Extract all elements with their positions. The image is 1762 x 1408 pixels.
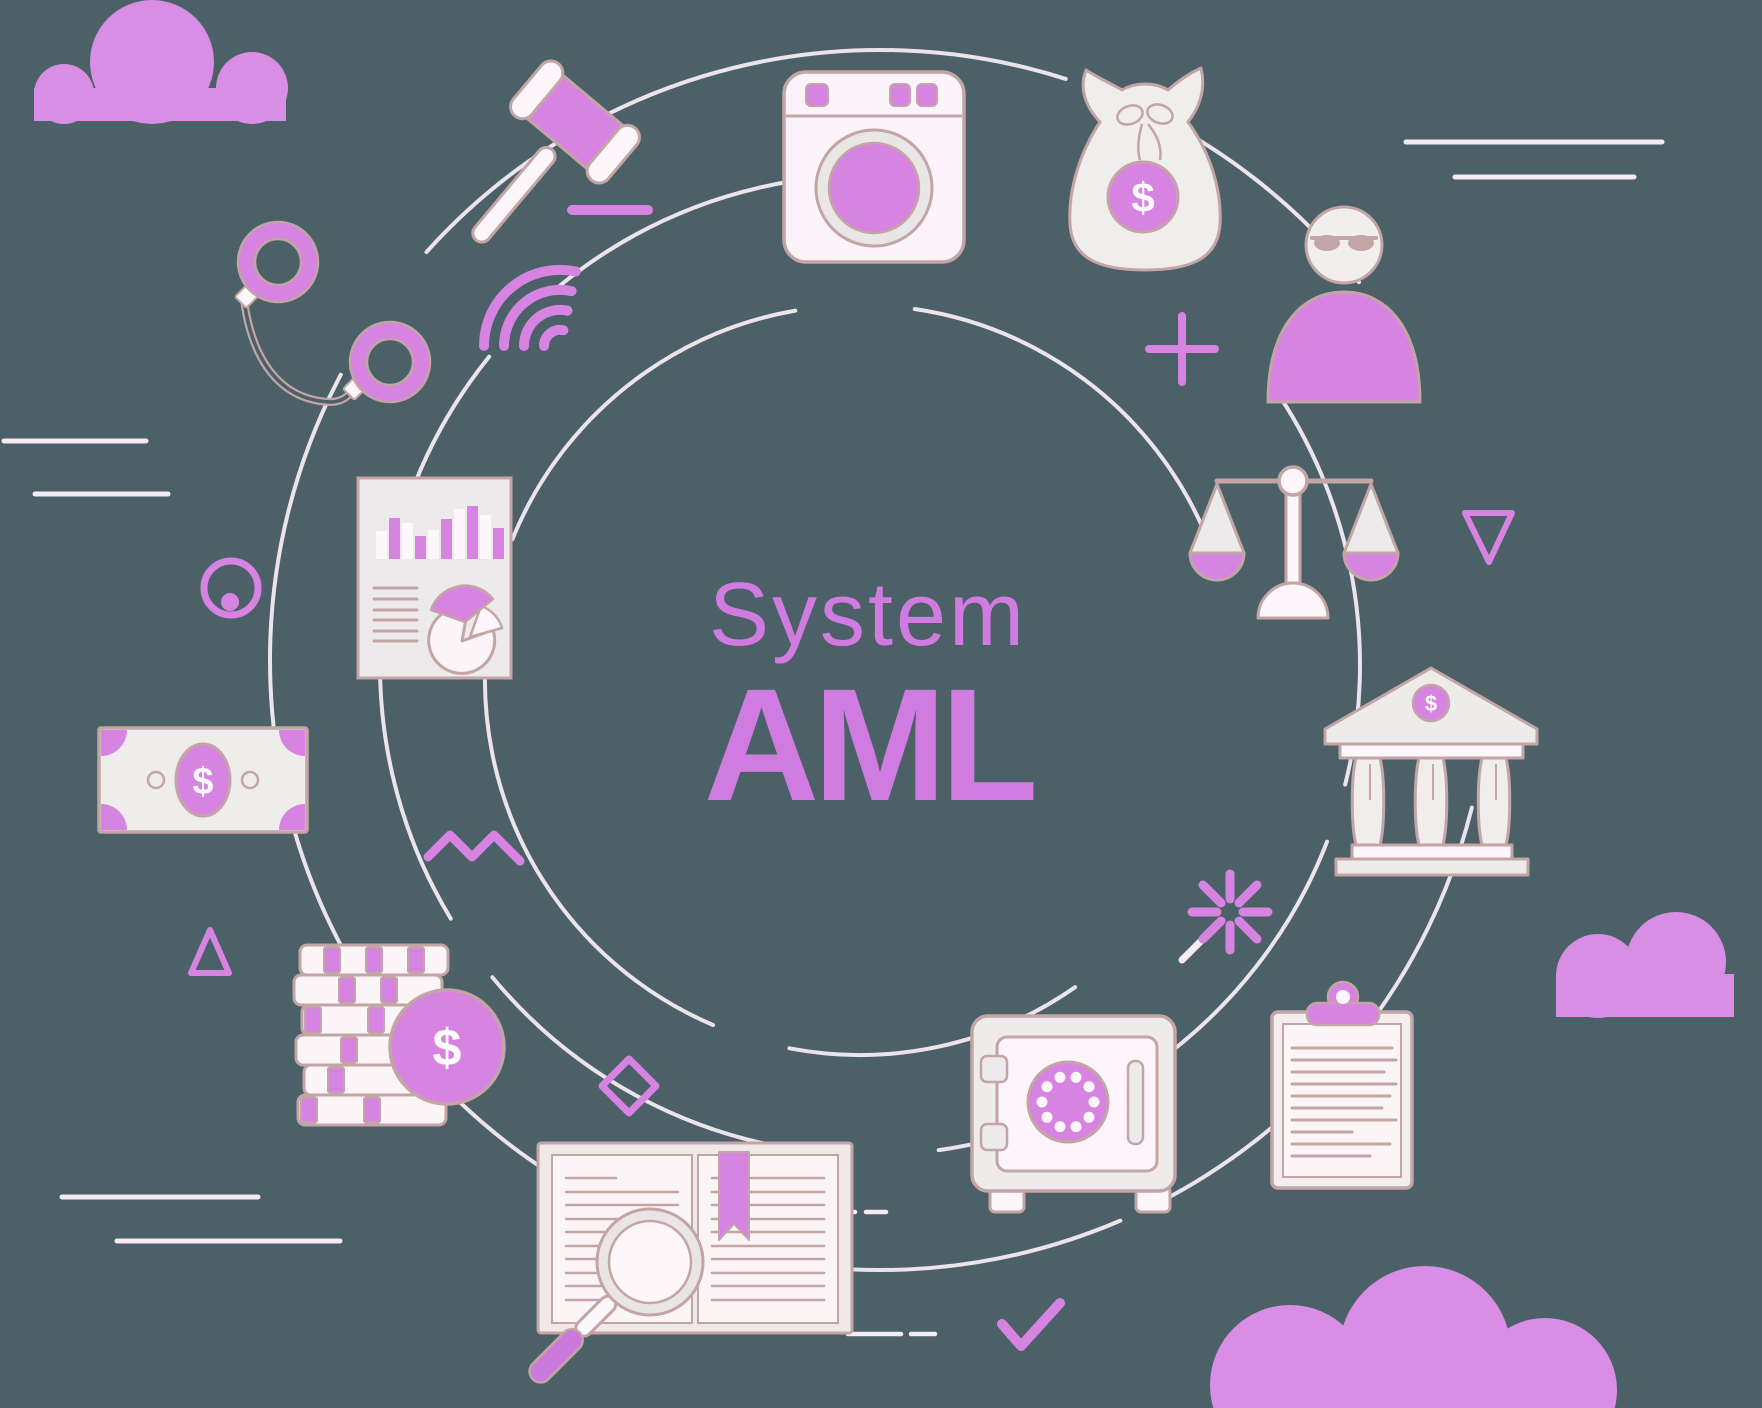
money-bag-icon: $ — [1068, 66, 1222, 272]
person-head — [1304, 205, 1384, 285]
bill-seal — [174, 742, 232, 818]
safe-dial-dots — [1036, 1071, 1100, 1133]
person-body — [1266, 290, 1422, 404]
washer-drum — [827, 141, 921, 235]
cloud-top-left — [34, 0, 288, 124]
pie-slice-purple — [429, 584, 495, 624]
money-bag-dollar: $ — [1131, 174, 1154, 221]
bank-base-lower — [1334, 857, 1530, 877]
checkmark-icon — [997, 1298, 1065, 1351]
coin-dollar: $ — [433, 1019, 462, 1077]
title-line2: AML — [704, 655, 1034, 834]
open-book-magnifier-icon — [528, 1141, 854, 1384]
handcuff-ring — [236, 220, 320, 304]
magnifier — [528, 1207, 705, 1384]
title-line1: System — [709, 565, 1027, 665]
cloud-right — [1556, 912, 1734, 1018]
scales-of-justice-icon — [1188, 465, 1400, 620]
washing-machine-icon — [782, 70, 966, 264]
dollar-coin-icon — [388, 988, 506, 1106]
report-pie-chart — [427, 584, 504, 675]
safe-vault-icon — [970, 1014, 1177, 1214]
scales-pan — [1342, 482, 1400, 582]
safe-handle-slot — [1126, 1059, 1145, 1146]
coin-row — [296, 1093, 448, 1127]
orbit-inner — [482, 302, 1237, 1057]
scales-pole — [1284, 479, 1302, 595]
report-bars — [376, 506, 504, 559]
gavel-icon — [471, 59, 641, 244]
money-bag-coin — [1106, 160, 1180, 234]
dollar-bill-icon: $ — [97, 726, 309, 834]
handcuffs-icon — [234, 220, 432, 407]
gavel-cap — [509, 59, 565, 121]
coin-row — [298, 943, 450, 977]
bill-dollar: $ — [192, 761, 213, 803]
washer-button — [889, 83, 911, 107]
bar-chart-report-icon — [356, 476, 513, 680]
scales-pivot — [1277, 465, 1309, 497]
scales-pan — [1188, 482, 1246, 582]
page-title: System AML — [704, 565, 1040, 834]
plus-icon — [1145, 312, 1219, 386]
gavel-cap — [585, 123, 641, 185]
bank-dollar: $ — [1425, 691, 1437, 716]
bill-corners — [101, 730, 305, 830]
bank-base-upper — [1350, 843, 1514, 861]
circle-dot-icon — [200, 557, 262, 619]
bank-columns — [1350, 756, 1512, 847]
magnifier-lens — [607, 1219, 693, 1305]
bank-coin — [1411, 683, 1451, 723]
gavel-handle — [471, 145, 557, 244]
triangle-left-icon — [188, 927, 232, 976]
washer-button — [916, 83, 938, 107]
bank-architrave — [1338, 742, 1525, 760]
scales-base — [1256, 581, 1330, 620]
safe-hinge — [979, 1054, 1009, 1084]
safe-hinge — [979, 1122, 1009, 1152]
handcuff-ring — [348, 320, 432, 404]
clipboard-report-icon — [1270, 980, 1414, 1190]
cloud-bottom-right — [1210, 1266, 1617, 1408]
anonymous-person-icon — [1266, 205, 1422, 404]
triangle-right-icon — [1462, 510, 1515, 565]
diamond-icon — [598, 1055, 660, 1117]
zigzag-icon — [423, 830, 525, 866]
magnifier-handle — [528, 1328, 584, 1384]
coin-stack-icon: $ — [292, 943, 506, 1127]
starburst-icon — [1187, 869, 1273, 955]
report-text-lines — [372, 586, 419, 643]
bank-icon: $ — [1323, 666, 1539, 877]
money-bag-bow — [1116, 103, 1174, 161]
book-bookmark — [718, 1151, 750, 1241]
clipboard-text-lines — [1290, 1046, 1398, 1158]
washer-button — [805, 83, 829, 107]
rainbow-arcs-icon — [478, 264, 581, 351]
person-mask — [1310, 235, 1378, 251]
clipboard-clip — [1305, 1001, 1381, 1027]
